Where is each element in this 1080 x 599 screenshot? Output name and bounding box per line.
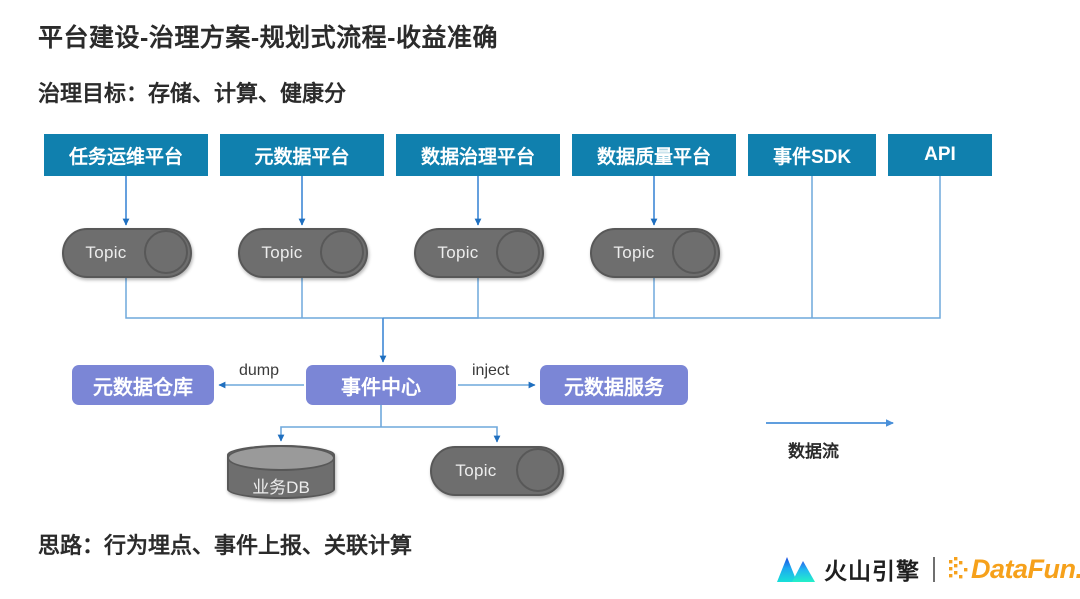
node-label: 事件中心 [341,376,421,399]
source-box-label: 元数据平台 [254,146,350,168]
legend-label-dataflow: 数据流 [788,442,839,461]
topic-queue-2[interactable]: Topic [238,228,368,278]
wire-hub-db [277,426,381,442]
source-box-label: API [924,144,956,165]
logo-separator [933,556,935,582]
volcano-engine-label: 火山引擎 [824,558,920,584]
source-box-label: 数据治理平台 [420,146,535,168]
wire-hub-topic [381,426,501,443]
topic-queue-1[interactable]: Topic [62,228,192,278]
wire-topic3-bus [383,278,479,319]
node-label: 元数据仓库 [93,376,193,399]
topic-label: Topic [455,461,497,480]
source-box-api[interactable]: API [888,134,992,176]
queue-cap-icon [516,448,560,492]
source-box-event-sdk[interactable]: 事件SDK [748,134,876,176]
datafun-dots-icon [949,557,968,579]
queue-cap-icon [496,230,540,274]
source-box-label: 数据质量平台 [596,146,711,168]
topic-label: Topic [437,243,479,262]
topic-label: Topic [613,243,655,262]
topic-queue-5[interactable]: Topic [430,446,564,496]
queue-cap-icon [320,230,364,274]
datafun-label: DataFun. [971,553,1080,584]
queue-cap-icon [144,230,188,274]
wire-topic1-bus [125,278,383,319]
node-metadata-service[interactable]: 元数据服务 [540,365,688,405]
page-title: 平台建设-治理方案-规划式流程-收益准确 [38,24,498,52]
topic-label: Topic [261,243,303,262]
topic-queue-3[interactable]: Topic [414,228,544,278]
source-box-task-ops[interactable]: 任务运维平台 [44,134,208,176]
source-box-metadata[interactable]: 元数据平台 [220,134,384,176]
topic-label: Topic [85,243,127,262]
node-label: 业务DB [252,477,310,497]
source-box-label: 任务运维平台 [68,146,183,168]
db-top-ellipse-icon [227,445,335,471]
source-box-quality[interactable]: 数据质量平台 [572,134,736,176]
source-box-governance[interactable]: 数据治理平台 [396,134,560,176]
volcano-engine-mountain-icon [777,557,815,582]
node-event-center[interactable]: 事件中心 [306,365,456,405]
page-subtitle: 治理目标：存储、计算、健康分 [38,81,347,106]
node-business-db[interactable]: 业务DB [227,445,335,499]
node-label: 元数据服务 [564,376,664,399]
source-box-label: 事件SDK [772,146,852,168]
node-metadata-warehouse[interactable]: 元数据仓库 [72,365,214,405]
edge-label-dump: dump [239,362,280,379]
queue-cap-icon [672,230,716,274]
footer-logos: 火山引擎 DataFun. [775,549,1080,589]
edge-label-inject: inject [472,362,510,379]
topic-queue-4[interactable]: Topic [590,228,720,278]
page-footnote: 思路：行为埋点、事件上报、关联计算 [38,533,413,558]
